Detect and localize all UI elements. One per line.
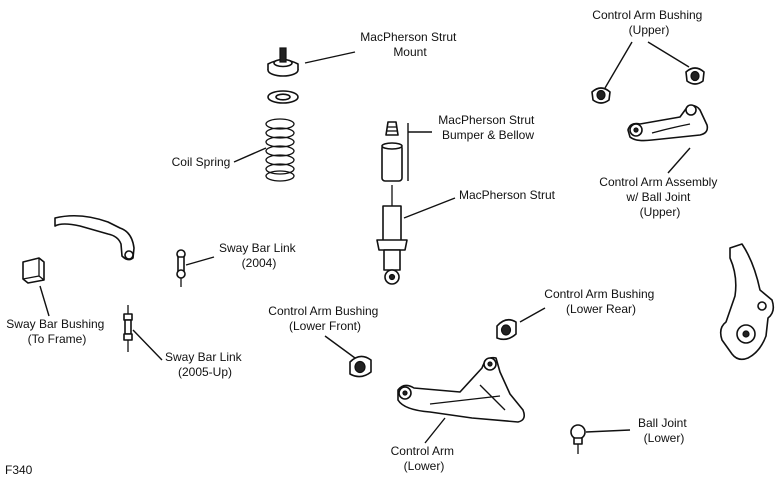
spring-seat-part — [267, 90, 299, 104]
leader-strut-mount — [304, 51, 356, 64]
leader-link-2005 — [132, 329, 163, 361]
label-sway-bushing: Sway Bar Bushing (To Frame) — [6, 317, 107, 346]
steering-knuckle-part — [719, 243, 775, 361]
leader-coil-spring — [233, 147, 267, 163]
label-lower-arm: Control Arm (Lower) — [391, 444, 458, 473]
leader-lower-front-bushing — [324, 335, 356, 359]
leader-lower-arm — [424, 417, 446, 444]
sway-bar-part — [54, 214, 135, 261]
leader-sway-bushing — [39, 285, 50, 317]
label-ball-joint: Ball Joint (Lower) — [638, 416, 690, 445]
label-upper-bushing: Control Arm Bushing (Upper) — [592, 8, 705, 37]
label-coil-spring: Coil Spring — [172, 155, 231, 169]
strut-bumper-part — [381, 121, 403, 182]
lower-front-bushing-part — [349, 355, 372, 378]
upper-bushing-left-part — [591, 87, 611, 104]
sway-bar-link-2004-part — [176, 249, 186, 287]
leader-upper-bushing-right — [647, 41, 690, 68]
leader-upper-bushing-left — [604, 41, 633, 89]
leader-strut — [403, 197, 456, 219]
label-strut-mount: MacPherson Strut Mount — [360, 30, 459, 59]
leader-link-2004 — [185, 256, 215, 266]
figure-code: F340 — [5, 463, 33, 477]
coil-spring-part — [265, 118, 295, 182]
sway-bar-link-2005-part — [123, 305, 133, 352]
leader-upper-arm — [667, 147, 691, 174]
strut-mount-part — [267, 47, 299, 77]
upper-bushing-right-part — [685, 67, 705, 85]
sway-bar-bushing-part — [22, 257, 45, 284]
upper-control-arm-part — [627, 104, 709, 142]
strut-part — [376, 185, 408, 285]
lower-rear-bushing-part — [496, 318, 517, 341]
leader-lower-rear-bushing — [519, 307, 546, 323]
label-lower-rear-bushing: Control Arm Bushing (Lower Rear) — [544, 287, 657, 316]
label-lower-front-bushing: Control Arm Bushing (Lower Front) — [268, 304, 381, 333]
label-link-2005: Sway Bar Link (2005-Up) — [165, 350, 245, 379]
label-strut: MacPherson Strut — [459, 188, 556, 202]
label-link-2004: Sway Bar Link (2004) — [219, 241, 299, 270]
lower-control-arm-part — [397, 356, 525, 423]
label-upper-arm: Control Arm Assembly w/ Ball Joint (Uppe… — [599, 175, 720, 219]
label-strut-bumper: MacPherson Strut Bumper & Bellow — [438, 113, 537, 142]
leader-ball-joint — [585, 429, 631, 433]
leader-lines — [39, 41, 691, 444]
lower-ball-joint-part — [570, 424, 586, 454]
